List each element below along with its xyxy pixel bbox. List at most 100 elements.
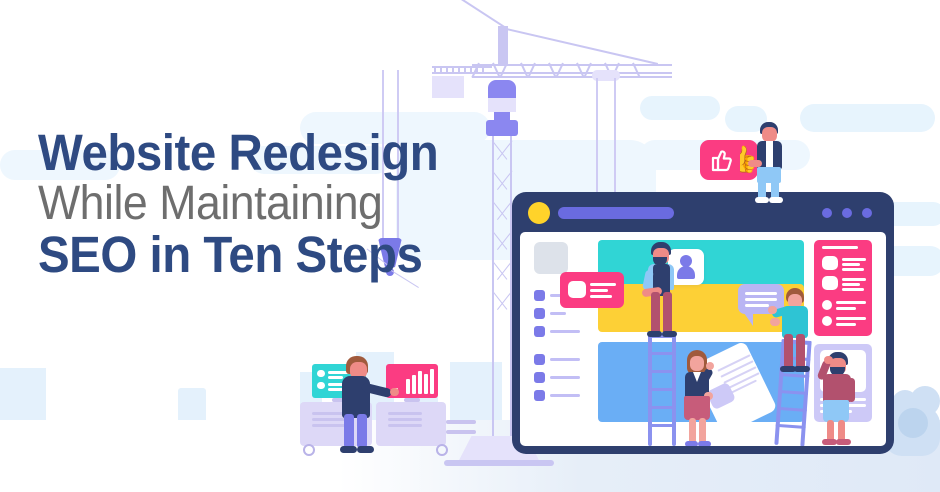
monitor-list-line bbox=[328, 388, 343, 391]
standing-man-leg bbox=[838, 420, 845, 442]
man-at-monitors-leg bbox=[357, 414, 367, 448]
nav-item-line bbox=[550, 394, 580, 397]
crane-counter-rung bbox=[440, 66, 442, 74]
crane-hoist-cable bbox=[614, 78, 616, 204]
standing-man-shoe bbox=[836, 439, 851, 445]
desk-line bbox=[388, 412, 422, 415]
nav-item-square[interactable] bbox=[534, 372, 545, 383]
desk-line bbox=[388, 424, 422, 427]
panel-thumb bbox=[822, 256, 838, 270]
cloud-shape bbox=[0, 150, 120, 180]
woman-shoe bbox=[685, 441, 698, 446]
chart-bar bbox=[412, 375, 416, 394]
monitor-list-line bbox=[328, 371, 350, 374]
thumbs-man-shoe bbox=[769, 197, 783, 203]
crane-hoist-cable bbox=[596, 78, 598, 204]
monitor-list-bullet bbox=[317, 382, 325, 389]
desk-line bbox=[312, 424, 346, 427]
crane-collar bbox=[486, 120, 518, 136]
woman-leg bbox=[689, 418, 696, 444]
crane-counter-rung bbox=[452, 66, 454, 74]
crane-jib bbox=[472, 64, 672, 66]
crane-trolley bbox=[592, 70, 620, 81]
standing-man-shirt bbox=[823, 374, 851, 402]
bearded-man-beard bbox=[653, 257, 667, 266]
woman-collar bbox=[693, 372, 701, 382]
panel-line bbox=[836, 301, 866, 304]
bearded-man-leg bbox=[651, 292, 660, 334]
window-dot[interactable] bbox=[842, 208, 852, 218]
woman-hand bbox=[706, 362, 714, 370]
panel-line bbox=[842, 288, 864, 291]
placeholder-block-gray bbox=[534, 242, 568, 274]
ladder-step bbox=[648, 406, 676, 409]
card-thumb bbox=[568, 281, 586, 298]
cloud-shape bbox=[800, 104, 935, 132]
panel-line bbox=[842, 258, 866, 261]
browser-canvas bbox=[520, 232, 886, 446]
crane-base-shadow bbox=[444, 460, 554, 466]
nav-item-square[interactable] bbox=[534, 308, 545, 319]
bubble-line bbox=[745, 304, 769, 307]
crane-hook bbox=[386, 268, 394, 276]
ladder-step bbox=[648, 388, 676, 391]
bearded-man-shoe bbox=[662, 331, 677, 337]
thumbs-man-pants bbox=[757, 167, 781, 183]
card-line bbox=[590, 295, 612, 298]
crane-cab bbox=[488, 80, 516, 102]
crane-counter-rung bbox=[458, 66, 460, 74]
bubble-line bbox=[745, 292, 777, 295]
nav-item-line bbox=[550, 376, 580, 379]
thumbs-man-jacket bbox=[757, 141, 766, 169]
window-dot[interactable] bbox=[822, 208, 832, 218]
window-dot[interactable] bbox=[862, 208, 872, 218]
bearded-man-shoe bbox=[647, 331, 662, 337]
browser-mockup bbox=[512, 192, 894, 454]
monitor-list-line bbox=[328, 383, 350, 386]
cloud-shape bbox=[250, 146, 390, 174]
desk-line bbox=[312, 412, 346, 415]
address-bar[interactable] bbox=[558, 207, 674, 219]
desk-wheel bbox=[436, 444, 448, 456]
chat-bubble-tail bbox=[744, 313, 753, 326]
teal-top-person-shoe bbox=[780, 366, 796, 372]
panel-bullet bbox=[822, 316, 832, 326]
nav-item-square[interactable] bbox=[534, 354, 545, 365]
crane-apex-rung bbox=[498, 60, 508, 62]
man-at-monitors-head bbox=[350, 362, 367, 379]
teal-top-person-leg bbox=[796, 334, 805, 370]
woman-skirt bbox=[684, 396, 710, 420]
crane-hoist-cable-left bbox=[382, 70, 384, 242]
panel-title-line bbox=[822, 246, 858, 249]
man-at-monitors-leg bbox=[344, 414, 354, 448]
nav-item-line bbox=[550, 330, 580, 333]
headline-block: Website Redesign While Maintaining SEO i… bbox=[38, 127, 468, 280]
ladder-step bbox=[648, 352, 676, 355]
panel-line bbox=[842, 263, 860, 266]
nav-item-square[interactable] bbox=[534, 290, 545, 301]
nav-item-square[interactable] bbox=[534, 326, 545, 337]
panel-line bbox=[842, 268, 864, 271]
step-ladder-left bbox=[648, 334, 678, 446]
cloud-shape bbox=[640, 96, 720, 120]
nav-item-square[interactable] bbox=[534, 390, 545, 401]
desk-wheel bbox=[303, 444, 315, 456]
crane-cab-base bbox=[494, 112, 510, 120]
monitor-stand bbox=[332, 398, 348, 402]
chart-bar bbox=[418, 371, 422, 394]
nav-item-line bbox=[550, 358, 580, 361]
monitor-list-line bbox=[328, 376, 343, 379]
man-at-monitors-shoe bbox=[340, 446, 357, 453]
standing-man-arm bbox=[848, 378, 855, 402]
thumbs-man-arm bbox=[748, 160, 762, 167]
card-line bbox=[590, 289, 608, 292]
ladder-step bbox=[648, 370, 676, 373]
cloud-shape bbox=[300, 112, 490, 144]
crane-counter-rung bbox=[446, 66, 448, 74]
crane-hoist-cable-left bbox=[397, 70, 399, 242]
nav-item-line bbox=[550, 312, 566, 315]
page-title-line-2: While Maintaining bbox=[38, 177, 383, 231]
crane-counter-jib bbox=[432, 66, 492, 68]
avatar-body bbox=[677, 266, 695, 279]
